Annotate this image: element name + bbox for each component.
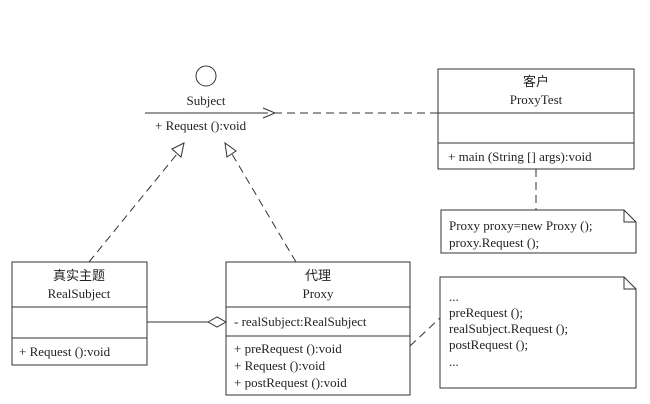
client-note-shape [440, 209, 637, 254]
proxy-note-fold [623, 277, 636, 290]
subject-name: Subject [187, 93, 226, 108]
client-title: ProxyTest [510, 92, 563, 107]
client-title-cn: 客户 [523, 74, 549, 89]
real-subject-realization [88, 142, 185, 263]
real-subject-box [11, 261, 148, 366]
proxy-method-3: + postRequest ():void [234, 375, 347, 390]
client-note-fold [623, 210, 636, 223]
proxy-note-shape [439, 276, 637, 389]
proxy-title: Proxy [302, 286, 334, 301]
proxy-note-line-3: realSubject.Request (); [449, 321, 568, 336]
client-class-box: 客户 ProxyTest + main (String [] args):voi… [437, 68, 635, 170]
subject-interface: Subject + Request ():void [145, 65, 268, 133]
proxy-note-connector [409, 317, 441, 347]
real-subject-title: RealSubject [48, 286, 111, 301]
client-note: Proxy proxy=new Proxy (); proxy.Request … [440, 209, 637, 254]
client-method: + main (String [] args):void [448, 149, 592, 164]
real-subject-realization-line [88, 153, 178, 263]
proxy-box [225, 261, 411, 396]
aggregation-link [147, 316, 228, 328]
proxy-note-line-2: preRequest (); [449, 305, 523, 320]
proxy-method-2: + Request ():void [234, 358, 326, 373]
realization-arrowhead-icon [224, 141, 237, 158]
interface-circle-icon [195, 65, 217, 87]
proxy-class-box: 代理 Proxy - realSubject:RealSubject + pre… [225, 261, 411, 396]
proxy-attribute: - realSubject:RealSubject [234, 314, 367, 329]
subject-method: + Request ():void [155, 118, 247, 133]
proxy-note: ... preRequest (); realSubject.Request (… [439, 276, 637, 389]
real-subject-class-box: 真实主题 RealSubject + Request ():void [11, 261, 148, 366]
proxy-title-cn: 代理 [305, 268, 331, 283]
client-note-line-2: proxy.Request (); [449, 235, 539, 250]
proxy-realization [224, 141, 297, 263]
real-subject-method: + Request ():void [19, 344, 111, 359]
aggregation-diamond-icon [206, 316, 228, 328]
proxy-realization-line [231, 153, 297, 263]
proxy-method-1: + preRequest ():void [234, 341, 342, 356]
realization-arrowhead-icon [171, 142, 185, 158]
client-note-line-1: Proxy proxy=new Proxy (); [449, 218, 592, 233]
real-subject-title-cn: 真实主题 [53, 268, 105, 283]
proxy-note-line-5: ... [449, 354, 459, 369]
proxy-note-line-4: postRequest (); [449, 337, 528, 352]
proxy-note-line-1: ... [449, 289, 459, 304]
